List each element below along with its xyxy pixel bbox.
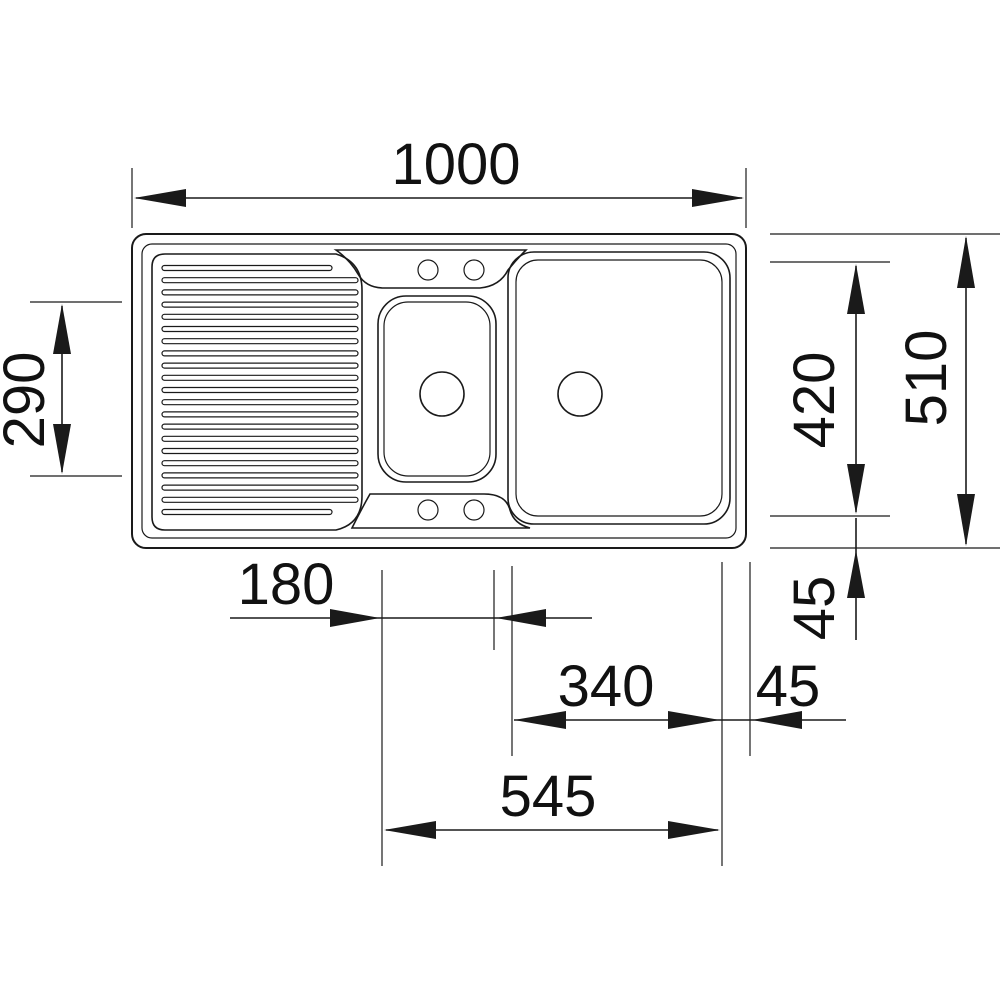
drainer-groove (161, 277, 359, 284)
drainer-groove (161, 325, 359, 333)
drainer-groove (161, 289, 359, 296)
drainer-groove (161, 484, 359, 491)
small-bowl (377, 295, 497, 483)
dim-drainer-depth: 290 (0, 301, 122, 477)
drainer-groove (161, 338, 359, 345)
drainer-groove (161, 399, 359, 406)
large-bowl (507, 251, 731, 525)
drainer-groove (161, 301, 359, 308)
drainer-groove (161, 386, 359, 394)
dim-bowls-total-width: 545 (384, 764, 720, 839)
dim-overall-depth: 510 (770, 233, 1000, 549)
drainer-groove (161, 313, 359, 320)
tap-ledge (333, 249, 531, 529)
drainer-groove (161, 264, 333, 272)
dim-bowl-depth: 420 (770, 261, 890, 517)
dim-small-bowl-width-label: 180 (238, 552, 335, 617)
drainer-groove (161, 447, 359, 455)
drainer-groove (161, 362, 359, 369)
drainer-groove (161, 411, 359, 418)
dim-large-bowl-width: 340 45 (514, 562, 846, 866)
drainer-groove (161, 508, 333, 516)
dim-edge-front: 45 (782, 518, 865, 640)
dim-overall-width-label: 1000 (391, 132, 520, 197)
drainer-grooves (161, 264, 359, 516)
drain-icon (419, 371, 465, 417)
dim-drainer-depth-label: 290 (0, 352, 57, 449)
drainer-area (151, 253, 363, 531)
sink-outline (131, 233, 747, 549)
dim-overall-width: 1000 (131, 132, 747, 228)
drainer-groove (161, 423, 359, 430)
dim-edge-front-label: 45 (782, 576, 847, 641)
tap-hole-icon (463, 259, 485, 281)
dim-small-bowl-width: 180 (230, 552, 592, 866)
drain-icon (557, 371, 603, 417)
tap-hole-icon (417, 259, 439, 281)
drainer-groove (161, 472, 359, 479)
drainer-groove (161, 435, 359, 442)
drainer-groove (161, 496, 359, 503)
dim-bowls-total-width-label: 545 (500, 764, 597, 829)
tap-hole-icon (417, 499, 439, 521)
dim-overall-depth-label: 510 (894, 330, 959, 427)
drainer-groove (161, 460, 359, 467)
dim-bowl-depth-label: 420 (782, 352, 847, 449)
dim-edge-side-label: 45 (756, 654, 821, 719)
tap-hole-icon (463, 499, 485, 521)
drainer-groove (161, 350, 359, 357)
drainer-groove (161, 374, 359, 381)
dim-large-bowl-width-label: 340 (558, 654, 655, 719)
